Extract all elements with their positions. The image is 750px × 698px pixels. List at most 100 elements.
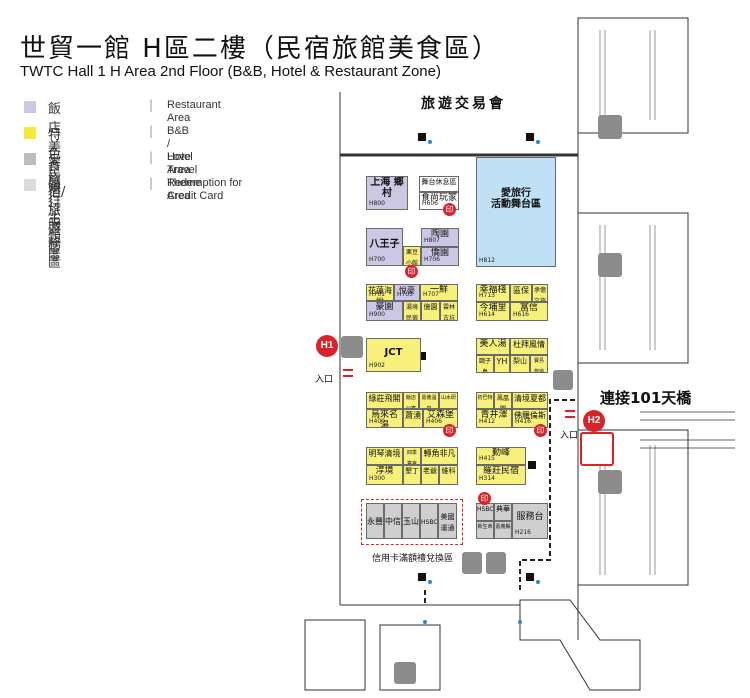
booth-h315[interactable]: 典華 (494, 503, 512, 521)
booth-name: JCT (384, 347, 403, 358)
print-mark: 印 (443, 424, 456, 437)
booth-h304[interactable]: 墾丁 (403, 465, 421, 485)
booth-h306[interactable]: 老爺 (421, 465, 439, 485)
booth-h515[interactable]: 鳳凰閣 (494, 392, 512, 409)
booth-code: H713 (479, 292, 495, 299)
booth-h604[interactable]: 湯境 民宿 (403, 301, 421, 321)
connect-101-label: 連接101天橋 (600, 389, 692, 407)
booth-h507[interactable]: 嘉義溫泉 (419, 392, 439, 409)
booth-code: H800 (369, 200, 385, 207)
booth-name: 栗豆 小館 (405, 249, 418, 266)
booth-code: H812 (479, 257, 495, 264)
booth-h200[interactable]: 永豐 (366, 503, 384, 539)
booth-code: H216 (515, 529, 531, 536)
booth-h704[interactable]: 栗豆 小館 (403, 246, 421, 266)
entrance-left-label: 入口 (315, 375, 334, 385)
booth-h514[interactable]: YH (494, 355, 510, 373)
booth-h516[interactable]: 梨山 (510, 355, 530, 373)
print-mark: 印 (443, 203, 456, 216)
booth-name: 美國 運通 (440, 513, 455, 532)
booth-h505[interactable]: 飯店 公寓 (403, 392, 419, 409)
booth-h509[interactable]: 山水研 (439, 392, 458, 409)
booth-code: H614 (479, 311, 495, 318)
booth-name: 花蓮海悅 (368, 286, 392, 300)
booth-h608[interactable]: 雲林 古坑 (440, 301, 458, 321)
booth-name: 上海 鄉村 (370, 177, 404, 199)
booth-h513[interactable]: 初巴特 (476, 392, 494, 409)
booth-code: H400 (369, 418, 385, 425)
booth-name: 初巴特 (477, 395, 493, 401)
booth-name: 飯店 公寓 (405, 395, 416, 409)
booth-h212[interactable]: 新生命 (476, 521, 494, 539)
booth-name: 四季 宴會 (406, 450, 417, 465)
booth-h603[interactable]: 四季 宴會 (403, 447, 421, 465)
booth-h606b[interactable]: 億園 (421, 301, 440, 321)
legend-label-zh: 特色民宿/旅遊區 (48, 128, 66, 257)
booth-name: 豪園 (375, 302, 394, 312)
booth-name: 食尚玩家 (420, 193, 457, 203)
booth-h512[interactable]: 鷗子島 (476, 355, 494, 373)
booth-h518[interactable]: 寶島 旅遊 (530, 355, 548, 373)
booth-code: H314 (479, 475, 495, 482)
booth-h313[interactable]: HSBC (476, 503, 494, 521)
booth-name: 一鮮 (429, 285, 448, 295)
info-icon (462, 552, 482, 574)
booth-code: H416 (515, 418, 531, 425)
booth-name: 青井澤 (480, 410, 508, 420)
pin-h1[interactable]: H1 (316, 335, 338, 357)
booth-code: H412 (479, 418, 495, 425)
booth-h404[interactable]: 蕭湧 (403, 409, 423, 428)
booth-h206[interactable]: HSBC (420, 503, 438, 539)
booth-h517[interactable]: 清境夏都 (512, 392, 548, 409)
booth-h701[interactable]: 花蓮海悅H701 (366, 284, 394, 301)
booth-code: H706 (424, 256, 440, 263)
booth-h214[interactable]: 嘉義縣 (494, 521, 512, 539)
legend-swatch-love-travel (24, 153, 36, 165)
travel-market-label: 旅遊交易會 (421, 96, 506, 112)
booth-h208[interactable]: 美國 運通 (438, 503, 457, 539)
credit-card-zone-label: 信用卡滿額禮兌換區 (372, 554, 454, 564)
booth-h503[interactable]: 綠莊飛閣 (366, 392, 403, 409)
booth-name: 梨山 (513, 357, 527, 365)
booth-h617[interactable]: 杜拜風情 (510, 338, 548, 355)
pin-h2[interactable]: H2 (583, 410, 605, 432)
booth-h808[interactable]: 舞台休息區 (419, 176, 459, 192)
booth-h202[interactable]: 中信 (384, 503, 402, 539)
booth-h719[interactable]: 承億 文旅 (532, 284, 548, 302)
booth-name: 羅莊民宿 (482, 466, 519, 476)
booth-h717[interactable]: 區保 (510, 284, 532, 302)
booth-h308[interactable]: 維科 (439, 465, 458, 485)
print-mark: 印 (478, 492, 491, 505)
booth-h613[interactable]: 美人湯 (476, 338, 510, 355)
booth-name: 維科 (441, 467, 456, 475)
booth-h204[interactable]: 玉山 (402, 503, 420, 539)
booth-h407[interactable]: 轉角非凡 (421, 447, 458, 465)
booth-name: 典華 (496, 505, 510, 513)
restroom-icon (598, 253, 622, 277)
restroom-icon (598, 470, 622, 494)
restroom-icon (598, 115, 622, 139)
restroom-icon (394, 662, 416, 684)
booth-h601[interactable]: 明琴清境 (366, 447, 403, 465)
